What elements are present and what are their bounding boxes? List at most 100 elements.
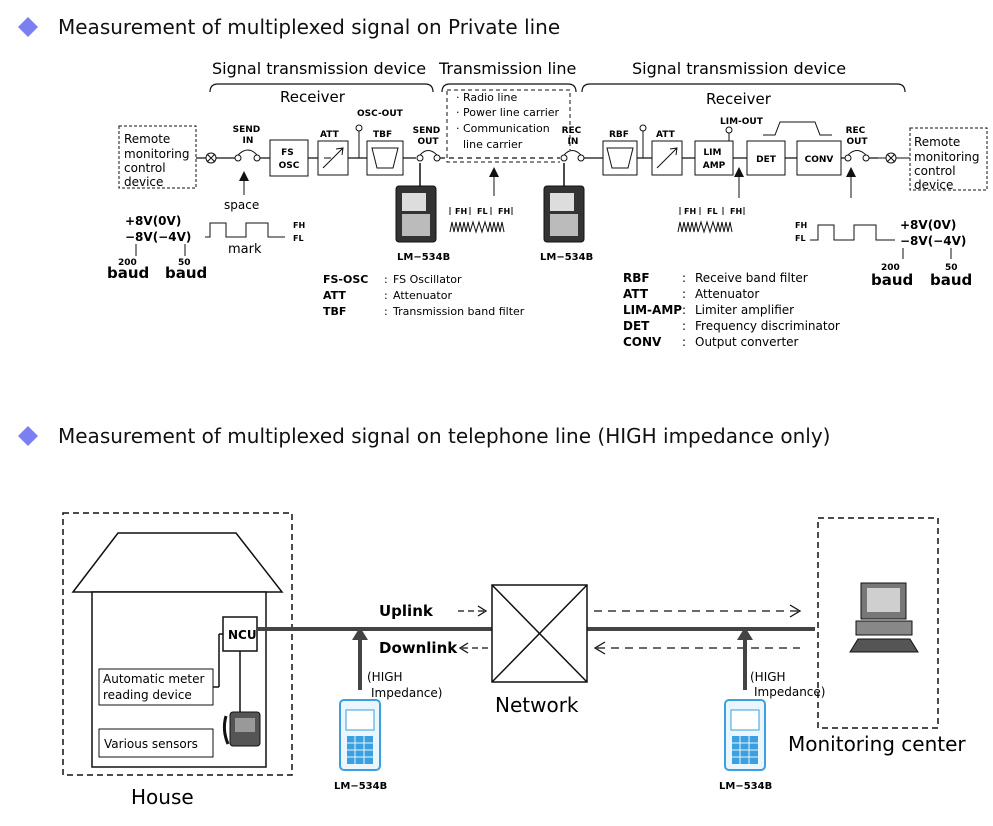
house-label: House	[131, 785, 194, 809]
downlink-arrow-left	[458, 642, 488, 654]
osc-out-label: OSC-OUT	[357, 109, 404, 119]
remote-device-right-label: Remote monitoring control device	[914, 135, 983, 192]
telephone-icon	[222, 711, 261, 747]
svg-text:FS-OSC: FS-OSC	[323, 273, 368, 286]
baud-right-unit-2: baud	[930, 271, 972, 289]
uplink-arrow-right	[594, 604, 802, 618]
svg-text::: :	[682, 303, 686, 317]
uplink-arrow-left	[458, 605, 488, 617]
impedance-label-right: (HIGH Impedance)	[750, 670, 825, 699]
downlink-label: Downlink	[379, 639, 458, 657]
send-out-label: SEND OUT	[413, 126, 444, 147]
legend-left: FS-OSC : FS Oscillator ATT : Attenuator …	[323, 273, 525, 318]
tbf-top-label: TBF	[373, 130, 392, 140]
svg-text:Limiter amplifier: Limiter amplifier	[695, 303, 794, 317]
left-levels: +8V(0V) −8V(−4V)	[125, 214, 191, 244]
switch-contact-icon	[433, 154, 441, 162]
svg-text::: :	[384, 289, 388, 302]
mark-label: mark	[228, 242, 262, 257]
section1-title: Measurement of multiplexed signal on Pri…	[58, 15, 560, 39]
left-data-waveform	[205, 222, 285, 238]
baud-left-200: 200	[118, 258, 137, 268]
baud-right-unit-1: baud	[871, 271, 913, 289]
section2-title: Measurement of multiplexed signal on tel…	[58, 424, 830, 448]
svg-text:Attenuator: Attenuator	[393, 289, 452, 302]
left-fh-fl: FH FL	[293, 221, 308, 243]
att-right-top-label: ATT	[656, 130, 676, 140]
burst-freq-labels-2: FH FL FH	[684, 207, 742, 216]
switch-contact-icon	[844, 154, 852, 162]
lm534b-meter-2	[543, 185, 585, 243]
meter-1-label: LM−534B	[397, 252, 450, 263]
fs-osc-block	[269, 139, 309, 177]
conv-label: CONV	[805, 155, 834, 165]
lim-out-terminal-icon	[725, 126, 733, 134]
left-receiver-label: Receiver	[280, 88, 346, 106]
right-device-brace	[581, 83, 906, 93]
svg-text::: :	[682, 319, 686, 333]
switch-arc-icon	[237, 149, 258, 156]
burst-freq-labels: FH FL FH	[455, 207, 510, 216]
conv-block	[796, 140, 842, 176]
svg-text:Attenuator: Attenuator	[695, 287, 759, 301]
svg-text:Transmission band filter: Transmission band filter	[392, 305, 525, 318]
baud-left-50: 50	[178, 258, 191, 268]
right-receiver-label: Receiver	[706, 90, 772, 108]
meter-blue-right-label: LM−534B	[719, 781, 772, 792]
network-label: Network	[495, 693, 579, 717]
sensors-box	[98, 728, 214, 758]
lm534b-meter-1	[395, 185, 437, 243]
det-label: DET	[756, 155, 777, 165]
rbf-icon	[606, 147, 634, 169]
switch-contact-icon	[577, 154, 585, 162]
att-left-top-label: ATT	[320, 130, 340, 140]
rbf-block	[602, 140, 638, 176]
fsk-burst-2	[677, 220, 733, 234]
switch-contact-icon	[234, 154, 242, 162]
remote-device-left	[118, 125, 197, 189]
baud-left-unit-2: baud	[165, 264, 207, 282]
switch-contact-icon	[560, 154, 568, 162]
svg-text::: :	[682, 271, 686, 285]
baud-left-unit-1: baud	[107, 264, 149, 282]
svg-text:TBF: TBF	[323, 305, 346, 318]
det-output-waveform	[763, 121, 832, 136]
rec-out-label: REC OUT	[846, 126, 869, 147]
ncu-label: NCU	[228, 628, 257, 642]
lim-amp-block	[694, 140, 734, 176]
det-block	[746, 140, 786, 176]
baud-right-50: 50	[945, 263, 958, 273]
switch-contact-icon	[416, 154, 424, 162]
right-levels: +8V(0V) −8V(−4V)	[900, 218, 966, 248]
right-fh-fl: FH FL	[795, 221, 810, 243]
probe-arrow-right-icon	[737, 627, 753, 640]
switch-contact-icon	[253, 154, 261, 162]
uplink-label: Uplink	[379, 602, 434, 620]
osc-out-terminal-icon	[355, 124, 363, 132]
svg-text:LIM-AMP: LIM-AMP	[623, 303, 682, 317]
downlink-arrow-right	[593, 641, 800, 655]
right-device-label: Signal transmission device	[632, 59, 846, 78]
send-in-label: SEND IN	[233, 125, 264, 146]
monitoring-center-label: Monitoring center	[788, 732, 966, 756]
rbf-top-label: RBF	[609, 130, 629, 140]
space-label: space	[224, 198, 259, 212]
meter-2-label: LM−534B	[540, 252, 593, 263]
lim-amp-label: LIM AMP	[703, 148, 726, 171]
line-type-box	[446, 89, 571, 163]
switch-contact-icon	[862, 154, 870, 162]
tbf-block	[366, 140, 404, 176]
left-device-brace	[209, 83, 434, 93]
svg-text:Frequency discriminator: Frequency discriminator	[695, 319, 840, 333]
impedance-label-left: (HIGH Impedance)	[367, 670, 442, 700]
svg-text::: :	[682, 287, 686, 301]
line-brace	[441, 83, 577, 93]
baud-right-200: 200	[881, 263, 900, 273]
house-roof	[71, 532, 284, 593]
rec-in-label: REC IN	[562, 126, 585, 147]
svg-text:CONV: CONV	[623, 335, 662, 349]
house-boundary	[62, 512, 293, 776]
junction-x-icon	[206, 153, 216, 163]
lim-out-label: LIM-OUT	[720, 117, 764, 127]
